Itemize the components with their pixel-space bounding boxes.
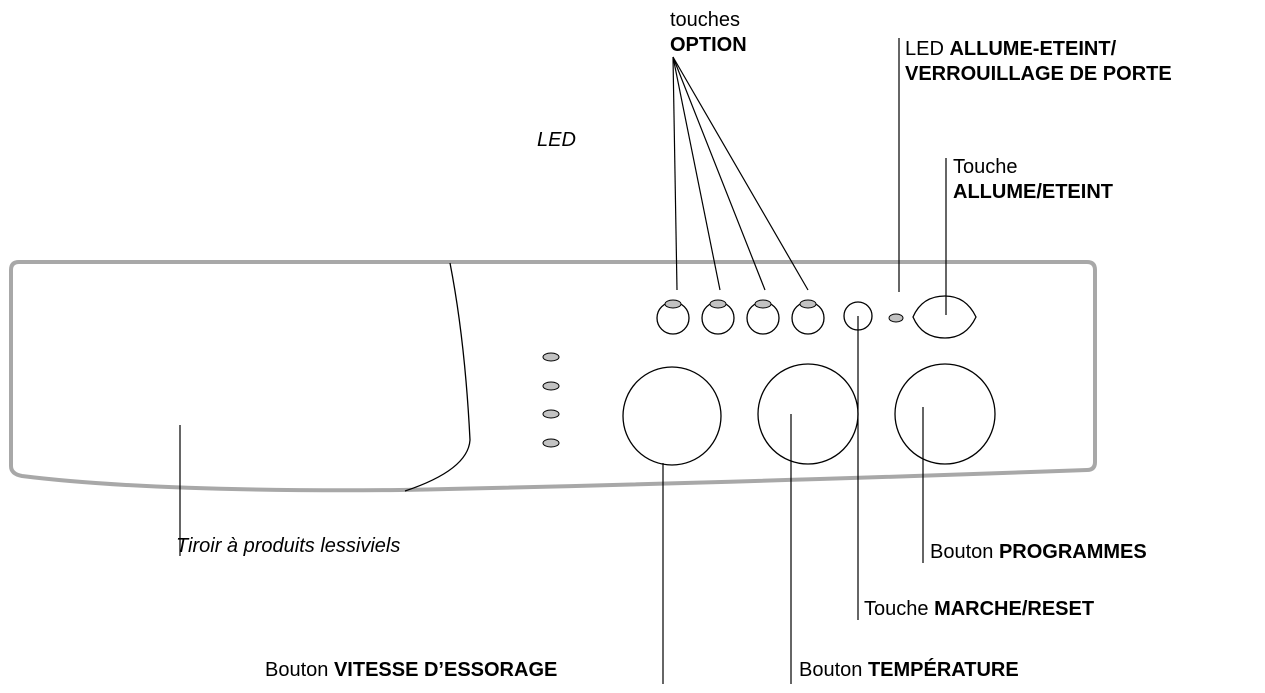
option-leader-1: [672, 56, 678, 291]
temperature-label-prefix: Bouton: [799, 659, 868, 681]
start-reset-label: Touche MARCHE/RESET: [864, 597, 1094, 622]
power-button-label-line1: Touche: [953, 156, 1018, 178]
temperature-label-bold: TEMPÉRATURE: [867, 659, 1019, 681]
option-leader-2: [672, 56, 721, 291]
option-led-1: [664, 299, 682, 309]
option-leader-3: [672, 56, 766, 291]
option-led-3: [754, 299, 772, 309]
led-column: [542, 352, 560, 448]
power-led-label-bold2: VERROUILLAGE DE PORTE: [905, 63, 1172, 85]
spin-speed-label-bold: VITESSE D’ESSORAGE: [333, 659, 558, 681]
spin-speed-knob: [622, 366, 722, 466]
spin-speed-label: Bouton VITESSE D’ESSORAGE: [265, 658, 557, 683]
option-led-4: [799, 299, 817, 309]
programs-label: Bouton PROGRAMMES: [930, 540, 1147, 565]
status-led: [542, 438, 560, 448]
power-button-label-line2: ALLUME/ETEINT: [953, 181, 1113, 203]
programs-label-bold: PROGRAMMES: [998, 541, 1147, 563]
power-button-label: Touche ALLUME/ETEINT: [953, 155, 1113, 205]
led-label: LED: [537, 129, 576, 151]
temperature-knob: [757, 363, 859, 465]
status-led: [542, 381, 560, 391]
control-panel-outline: [9, 260, 1097, 493]
status-led: [542, 409, 560, 419]
power-led-label-bold1: ALLUME-ETEINT/: [949, 38, 1117, 60]
power-door-lock-led: [888, 313, 904, 323]
temperature-label: Bouton TEMPÉRATURE: [799, 658, 1019, 683]
programs-label-prefix: Bouton: [930, 541, 999, 563]
power-button[interactable]: [912, 295, 977, 339]
option-leds: [664, 299, 817, 309]
option-leader-4: [672, 56, 809, 291]
power-led-label-prefix: LED: [905, 38, 950, 60]
option-led-2: [709, 299, 727, 309]
option-buttons[interactable]: [656, 301, 825, 335]
knobs[interactable]: [622, 363, 996, 466]
status-led: [542, 352, 560, 362]
options-label-line1: touches: [670, 9, 741, 31]
options-label: touches OPTION: [670, 8, 747, 58]
options-label-line2: OPTION: [670, 34, 747, 56]
power-led-label: LED ALLUME-ETEINT/ VERROUILLAGE DE PORTE: [905, 37, 1172, 87]
leader-lines: [179, 38, 947, 684]
programs-knob: [894, 363, 996, 465]
start-reset-label-prefix: Touche: [864, 598, 935, 620]
drawer-label: Tiroir à produits lessiviels: [176, 535, 401, 557]
start-reset-label-bold: MARCHE/RESET: [934, 598, 1095, 620]
detergent-drawer-edge: [404, 262, 471, 492]
spin-speed-label-prefix: Bouton: [265, 659, 334, 681]
